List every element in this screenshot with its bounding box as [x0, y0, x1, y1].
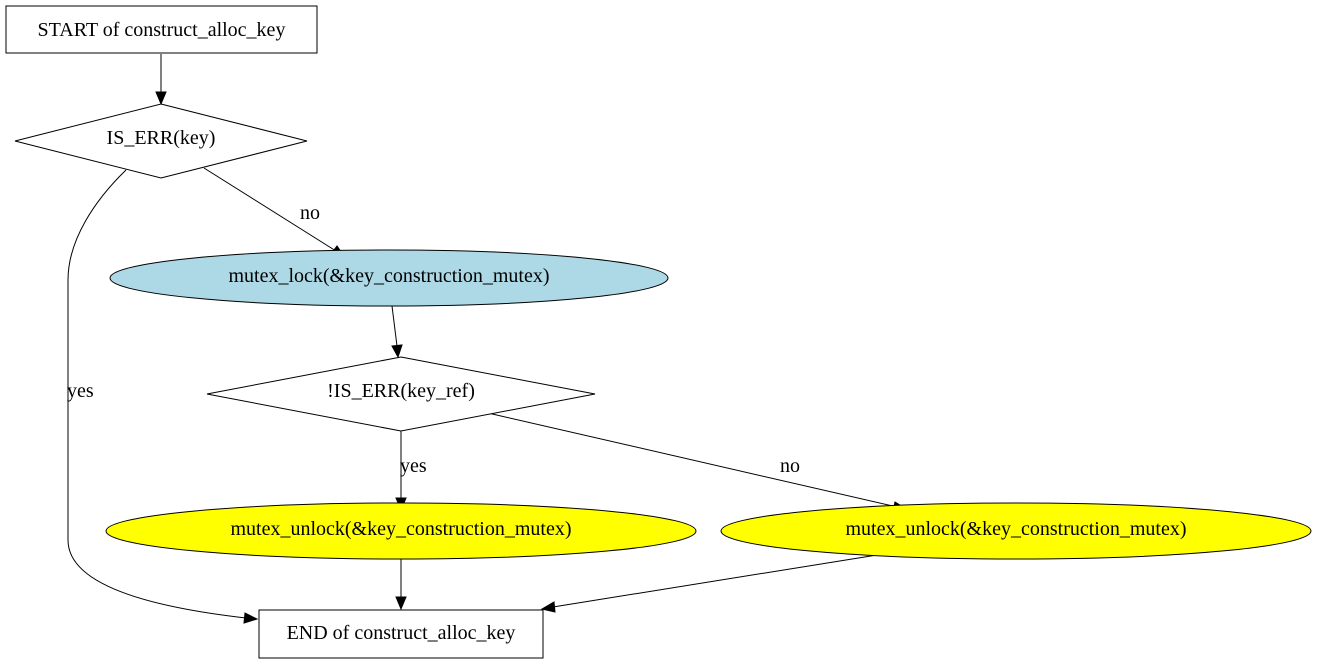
is-err-key-label: IS_ERR(key) [107, 127, 216, 149]
mutex-unlock-no-node: mutex_unlock(&key_construction_mutex) [720, 502, 1312, 560]
not-is-err-key-ref-label: !IS_ERR(key_ref) [327, 380, 475, 402]
start-node: START of construct_alloc_key [5, 5, 318, 54]
mutex-unlock-no-label: mutex_unlock(&key_construction_mutex) [845, 518, 1186, 540]
start-node-label: START of construct_alloc_key [38, 19, 286, 41]
edge-label-yes: yes [67, 380, 94, 402]
edge-start-to-is-err-key [155, 54, 167, 106]
edge-mutex-unlock-yes-to-end [395, 559, 407, 611]
edge-is-err-key-to-end: yes [67, 169, 259, 624]
mutex-unlock-yes-node: mutex_unlock(&key_construction_mutex) [105, 502, 697, 560]
end-node-label: END of construct_alloc_key [287, 622, 516, 644]
edge-label-no: no [780, 455, 800, 477]
edge-label-no: no [300, 202, 320, 224]
is-err-key-decision: IS_ERR(key) [14, 103, 308, 179]
edge-not-is-err-key-ref-to-mutex-unlock-no: no [487, 412, 910, 513]
not-is-err-key-ref-decision: !IS_ERR(key_ref) [206, 356, 596, 432]
edge-is-err-key-to-mutex-lock: no [203, 167, 348, 260]
mutex-lock-node: mutex_lock(&key_construction_mutex) [109, 249, 669, 307]
edge-not-is-err-key-ref-to-mutex-unlock-yes: yes [395, 431, 427, 512]
mutex-unlock-yes-label: mutex_unlock(&key_construction_mutex) [230, 518, 571, 540]
mutex-lock-label: mutex_lock(&key_construction_mutex) [228, 265, 549, 287]
edge-mutex-lock-to-not-is-err-key-ref [391, 305, 403, 359]
end-node: END of construct_alloc_key [258, 609, 544, 659]
edge-label-yes: yes [400, 455, 427, 477]
edge-mutex-unlock-no-to-end [540, 554, 878, 613]
